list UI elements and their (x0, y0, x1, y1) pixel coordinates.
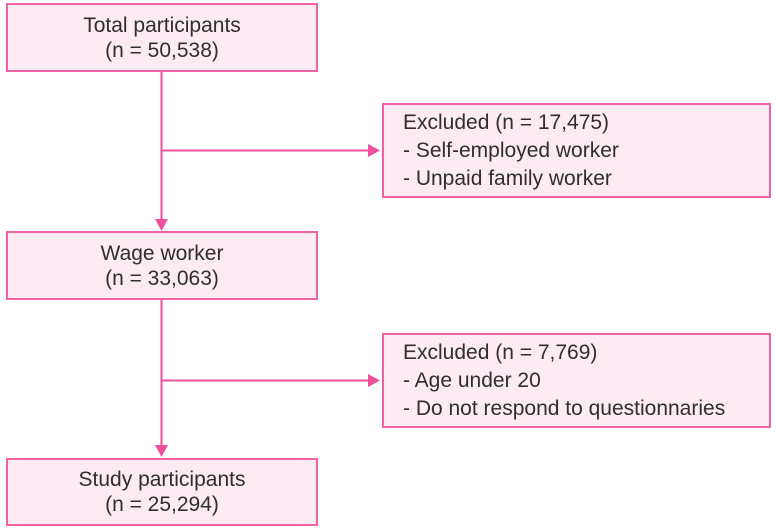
box-count: (n = 25,294) (105, 493, 219, 516)
flow-box-total-participants: Total participants (n = 50,538) (6, 3, 318, 72)
excluded-item: - Do not respond to questionnaries (403, 396, 726, 420)
excluded-item: - Age under 20 (403, 368, 541, 392)
arrowhead-right-excluded-1-icon (368, 144, 380, 157)
arrowhead-down-to-wage-icon (155, 219, 168, 231)
box-title: Total participants (83, 13, 241, 37)
arrowhead-right-excluded-2-icon (368, 374, 380, 387)
arrowhead-down-to-study-icon (155, 445, 168, 457)
excluded-item: - Unpaid family worker (403, 166, 612, 190)
flow-box-study-participants: Study participants (n = 25,294) (6, 458, 318, 526)
flow-box-wage-worker: Wage worker (n = 33,063) (6, 231, 318, 300)
excluded-title: Excluded (n = 7,769) (403, 340, 598, 364)
box-count: (n = 33,063) (105, 266, 219, 290)
excluded-item: - Self-employed worker (403, 138, 619, 162)
box-count: (n = 50,538) (105, 38, 219, 62)
excluded-title: Excluded (n = 17,475) (403, 110, 610, 134)
flow-box-excluded-1: Excluded (n = 17,475) - Self-employed wo… (382, 103, 771, 198)
flow-box-excluded-2: Excluded (n = 7,769) - Age under 20 - Do… (382, 333, 771, 428)
box-title: Wage worker (100, 241, 224, 265)
box-title: Study participants (78, 468, 246, 491)
